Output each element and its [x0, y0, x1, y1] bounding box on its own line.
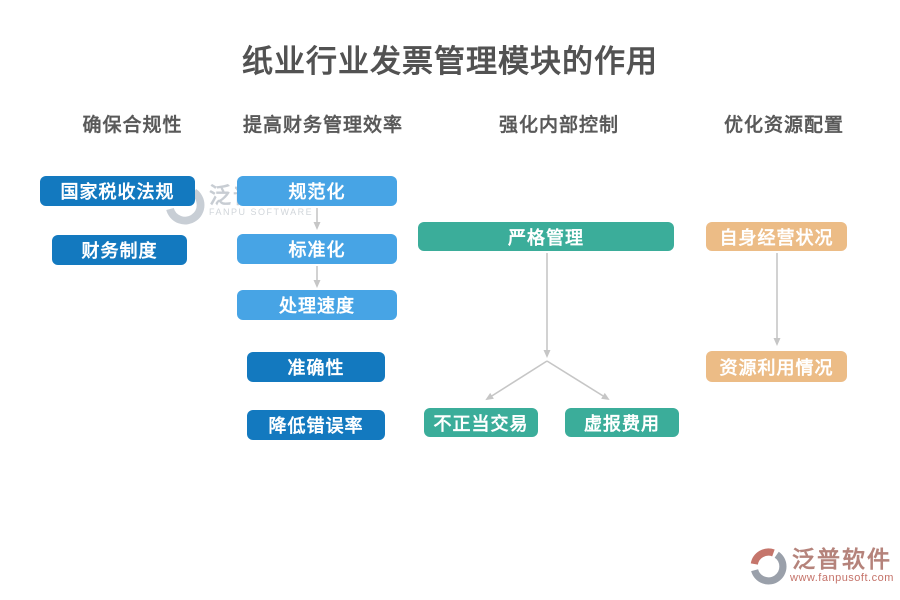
footer-brand-url: www.fanpusoft.com	[790, 572, 894, 584]
arrow-control-left	[485, 360, 548, 401]
node-financial-system: 财务制度	[52, 235, 187, 265]
node-accuracy: 准确性	[247, 352, 385, 382]
node-own-operating-status: 自身经营状况	[706, 222, 847, 251]
fanpu-logo-icon	[750, 548, 787, 585]
footer-brand-name: 泛普软件	[791, 547, 892, 572]
footer-brand: 泛普软件 www.fanpusoft.com	[750, 548, 894, 585]
node-false-expenses: 虚报费用	[565, 408, 679, 437]
column-header-efficiency: 提高财务管理效率	[242, 115, 403, 136]
column-header-resource-allocation: 优化资源配置	[723, 115, 844, 136]
column-header-compliance: 确保合规性	[82, 115, 183, 136]
column-header-internal-control: 强化内部控制	[498, 115, 619, 136]
node-standardization: 标准化	[237, 234, 397, 264]
node-strict-management: 严格管理	[418, 222, 674, 251]
node-processing-speed: 处理速度	[237, 290, 397, 320]
watermark-brand-en: FANPU SOFTWARE	[209, 207, 314, 217]
node-lower-error-rate: 降低错误率	[247, 410, 385, 440]
page-title: 纸业行业发票管理模块的作用	[242, 44, 658, 79]
arrow-control-right	[546, 360, 610, 401]
node-normalization: 规范化	[237, 176, 397, 206]
node-resource-utilization: 资源利用情况	[706, 351, 847, 382]
node-improper-transactions: 不正当交易	[424, 408, 538, 437]
node-tax-regulations: 国家税收法规	[40, 176, 195, 206]
